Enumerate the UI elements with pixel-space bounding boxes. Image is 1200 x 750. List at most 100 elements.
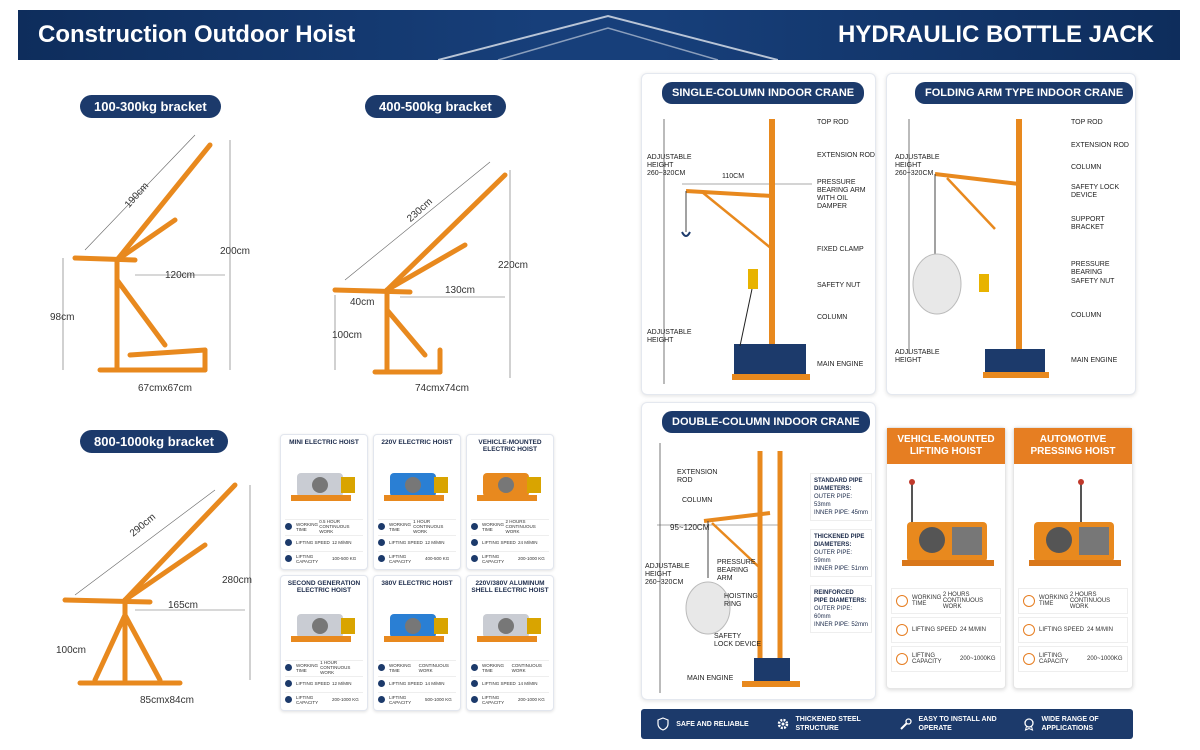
hoist-card-title: 220V ELECTRIC HOIST [381, 439, 453, 446]
pipe-spec-title: STANDARD PIPE DIAMETERS: [814, 478, 863, 492]
spec-icon [471, 523, 478, 530]
wrench-icon [899, 718, 912, 730]
single-arm-length: 110CM [722, 173, 745, 180]
pipe-spec-box: REINFORCED PIPE DIAMETERS:OUTER PIPE: 60… [810, 585, 872, 633]
spec-icon [378, 664, 385, 671]
spec-value: 14 M/MIN [425, 681, 445, 686]
single-adjustable-height-top: ADJUSTABLE HEIGHT 260~320CM [647, 154, 692, 177]
orange-spec-key: WORKING TIME [1039, 595, 1069, 607]
spec-key: WORKING TIME [389, 662, 411, 673]
dim-2-base-height: 100cm [332, 330, 363, 341]
single-part-label: FIXED CLAMP [817, 246, 864, 253]
spec-value: 14 M/MIN [518, 681, 538, 686]
spec-value: CONTINUOUS WORK [511, 662, 542, 673]
orange-spec-value: 200~1000KG [1087, 656, 1123, 662]
gear-icon [777, 718, 788, 730]
folding-part-label: SUPPORT BRACKET [1071, 216, 1105, 231]
dim-3-base: 85cmx84cm [140, 695, 194, 706]
dim-1-base-height: 98cm [50, 312, 75, 323]
bracket-2-illustration [332, 161, 511, 378]
double-column-panel: DOUBLE-COLUMN INDOOR CRANE ADJUSTABLE HE… [641, 402, 876, 700]
double-column-crane-illustration [657, 443, 800, 693]
single-part-label: EXTENSION ROD [817, 152, 875, 159]
orange-spec-key: LIFTING SPEED [1039, 627, 1085, 633]
orange-spec-icon [1023, 624, 1035, 636]
dim-3-base-height: 100cm [56, 645, 87, 656]
dim-1-base: 67cmx67cm [138, 383, 192, 394]
feature-item: SAFE AND RELIABLE [641, 709, 764, 739]
spec-key: WORKING TIME [482, 662, 504, 673]
spec-value: 2 HOURS CONTINUOUS WORK [505, 519, 536, 534]
dim-2-offset: 40cm [350, 297, 375, 308]
folding-arm-panel: FOLDING ARM TYPE INDOOR CRANE ADJUSTABLE… [886, 73, 1136, 395]
single-part-label: SAFETY NUT [817, 282, 861, 289]
folding-part-label: COLUMN [1071, 164, 1102, 171]
orange-spec-icon [896, 624, 908, 636]
pipe-spec-title: REINFORCED PIPE DIAMETERS: [814, 590, 867, 604]
spec-key: LIFTING SPEED [389, 540, 423, 545]
feature-item: EASY TO INSTALL AND OPERATE [887, 709, 1010, 739]
spec-key: WORKING TIME [296, 662, 318, 673]
dim-2-reach: 130cm [445, 285, 476, 296]
spec-icon [378, 680, 385, 687]
double-part-label: PRESSURE BEARING ARM [717, 559, 756, 582]
spec-icon [471, 539, 478, 546]
pipe-spec-line: INNER PIPE: 51mm [814, 566, 869, 572]
feature-label: SAFE AND RELIABLE [676, 720, 749, 728]
spec-icon [285, 696, 292, 703]
orange-card-title: VEHICLE-MOUNTED LIFTING HOIST [887, 428, 1005, 464]
page-title-right: HYDRAULIC BOTTLE JACK [838, 21, 1154, 48]
single-part-label: MAIN ENGINE [817, 361, 864, 368]
orange-spec-value: 2 HOURS CONTINUOUS WORK [942, 592, 984, 610]
double-part-label: COLUMN [682, 497, 713, 504]
orange-spec-value: 200~1000KG [960, 656, 996, 662]
pipe-spec-line: INNER PIPE: 52mm [814, 622, 869, 628]
hoist-card-title: MINI ELECTRIC HOIST [289, 439, 359, 446]
folding-part-label: PRESSURE BEARING [1071, 261, 1110, 276]
spec-icon [471, 664, 478, 671]
folding-part-label: EXTENSION ROD [1071, 142, 1129, 149]
dim-1-reach: 120cm [165, 270, 196, 281]
folding-part-label: TOP ROD [1071, 119, 1103, 126]
double-part-label: HOISTING RING [724, 593, 758, 608]
single-part-label: TOP ROD [817, 119, 849, 126]
spec-icon [285, 680, 292, 687]
spec-key: WORKING TIME [296, 521, 318, 532]
orange-spec-value: 24 M/MIN [1087, 627, 1114, 633]
dim-2-height: 220cm [498, 260, 529, 271]
spec-key: WORKING TIME [482, 521, 504, 532]
spec-value: 400-500 KG [425, 556, 450, 561]
orange-spec-value: 24 M/MIN [960, 627, 987, 633]
spec-value: 200-1000 KG [332, 697, 359, 702]
hoist-image [384, 614, 448, 642]
hoist-card-title: 380V ELECTRIC HOIST [381, 580, 453, 587]
folding-arm-crane-illustration [908, 119, 1049, 378]
orange-spec-key: LIFTING SPEED [912, 627, 958, 633]
spec-icon [378, 555, 385, 562]
spec-key: LIFTING CAPACITY [389, 694, 412, 705]
hoist-card-title: SECOND GENERATION ELECTRIC HOIST [287, 580, 361, 594]
spec-key: LIFTING CAPACITY [482, 553, 505, 564]
spec-value: 12 M/MIN [425, 540, 445, 545]
bracket-label-3: 800-1000kg bracket [80, 430, 228, 453]
spec-key: LIFTING SPEED [482, 681, 516, 686]
orange-hoist-card: VEHICLE-MOUNTED LIFTING HOIST WORKING TIM… [886, 427, 1006, 689]
hoist-card-title: VEHICLE-MOUNTED ELECTRIC HOIST [478, 439, 542, 453]
spec-icon [471, 680, 478, 687]
spec-value: 100-500 KG [332, 556, 357, 561]
hoist-card: SECOND GENERATION ELECTRIC HOIST WORKING … [280, 575, 368, 711]
